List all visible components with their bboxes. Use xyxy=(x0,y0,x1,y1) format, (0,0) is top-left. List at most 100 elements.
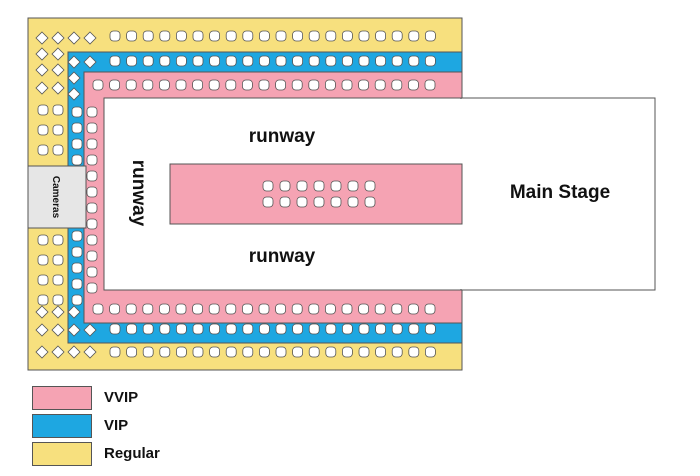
seat xyxy=(324,303,336,315)
legend-label-vvip: VVIP xyxy=(104,389,139,406)
seat xyxy=(407,303,419,315)
seat xyxy=(109,303,120,315)
seat xyxy=(71,294,83,306)
seat xyxy=(175,346,187,358)
seat xyxy=(291,303,303,315)
seat xyxy=(308,55,320,67)
seat xyxy=(142,303,154,315)
seat xyxy=(424,346,436,358)
seat xyxy=(158,79,170,91)
seat xyxy=(225,303,237,315)
seat xyxy=(52,144,64,156)
seat xyxy=(52,104,64,116)
seat xyxy=(225,346,237,358)
seat xyxy=(308,79,320,91)
seat xyxy=(52,124,64,136)
seat xyxy=(308,30,320,42)
corner-seat xyxy=(83,323,97,337)
seat xyxy=(275,323,287,335)
seat xyxy=(358,79,370,91)
corner-seat xyxy=(51,305,65,319)
seat xyxy=(52,254,64,266)
seat xyxy=(408,323,420,335)
corner-seat xyxy=(67,87,81,101)
seat xyxy=(308,323,320,335)
seat xyxy=(262,196,274,208)
seat xyxy=(424,323,436,335)
seat xyxy=(258,346,270,358)
seat xyxy=(109,346,121,358)
corner-seat xyxy=(67,71,81,85)
seat xyxy=(159,30,171,42)
seat xyxy=(292,55,304,67)
seat xyxy=(159,346,171,358)
seat xyxy=(242,346,254,358)
seat xyxy=(71,138,83,150)
seat xyxy=(358,55,370,67)
seat xyxy=(37,124,49,136)
seat xyxy=(86,138,98,150)
seat xyxy=(275,346,287,358)
cameras-area xyxy=(27,165,87,229)
seat xyxy=(358,303,370,315)
seat xyxy=(391,79,403,91)
seat xyxy=(391,55,403,67)
corner-seat xyxy=(83,55,97,69)
seat xyxy=(159,323,171,335)
seat xyxy=(158,303,170,315)
seat xyxy=(71,154,83,166)
seat xyxy=(275,303,287,315)
seat xyxy=(86,234,98,246)
seat xyxy=(209,55,221,67)
seat xyxy=(109,79,120,91)
seat xyxy=(125,79,137,91)
seat xyxy=(375,30,387,42)
corner-seat xyxy=(51,345,65,359)
seat xyxy=(325,30,337,42)
seat xyxy=(424,55,436,67)
seat xyxy=(86,170,98,182)
corner-seat xyxy=(67,305,81,319)
seat xyxy=(109,30,121,42)
seat xyxy=(341,346,353,358)
legend-label-regular: Regular xyxy=(104,445,160,462)
seat xyxy=(208,303,220,315)
seat xyxy=(325,55,337,67)
corner-seat xyxy=(35,63,49,77)
seat xyxy=(325,323,337,335)
seat xyxy=(126,346,137,358)
seat xyxy=(192,55,204,67)
seat xyxy=(142,55,154,67)
seat xyxy=(242,323,254,335)
seat xyxy=(375,346,387,358)
seat xyxy=(192,30,204,42)
seat xyxy=(275,30,287,42)
seat xyxy=(175,303,187,315)
seat xyxy=(109,323,121,335)
seat xyxy=(408,55,420,67)
seat xyxy=(92,303,104,315)
seat xyxy=(92,79,104,91)
corner-seat xyxy=(67,55,81,69)
seat xyxy=(37,104,49,116)
seat xyxy=(86,282,98,294)
corner-seat xyxy=(35,305,49,319)
runway-left-label: runway xyxy=(128,160,149,227)
seat xyxy=(241,79,253,91)
seat xyxy=(279,196,291,208)
seat xyxy=(192,303,204,315)
seat xyxy=(52,234,64,246)
seat xyxy=(225,79,237,91)
seat xyxy=(208,79,220,91)
seat xyxy=(330,196,342,208)
seat xyxy=(126,55,137,67)
seat xyxy=(407,79,419,91)
corner-seat xyxy=(67,345,81,359)
seat xyxy=(325,346,337,358)
seat xyxy=(424,79,436,91)
seat xyxy=(341,79,353,91)
seat xyxy=(258,30,270,42)
seat xyxy=(175,55,187,67)
seat xyxy=(242,30,254,42)
